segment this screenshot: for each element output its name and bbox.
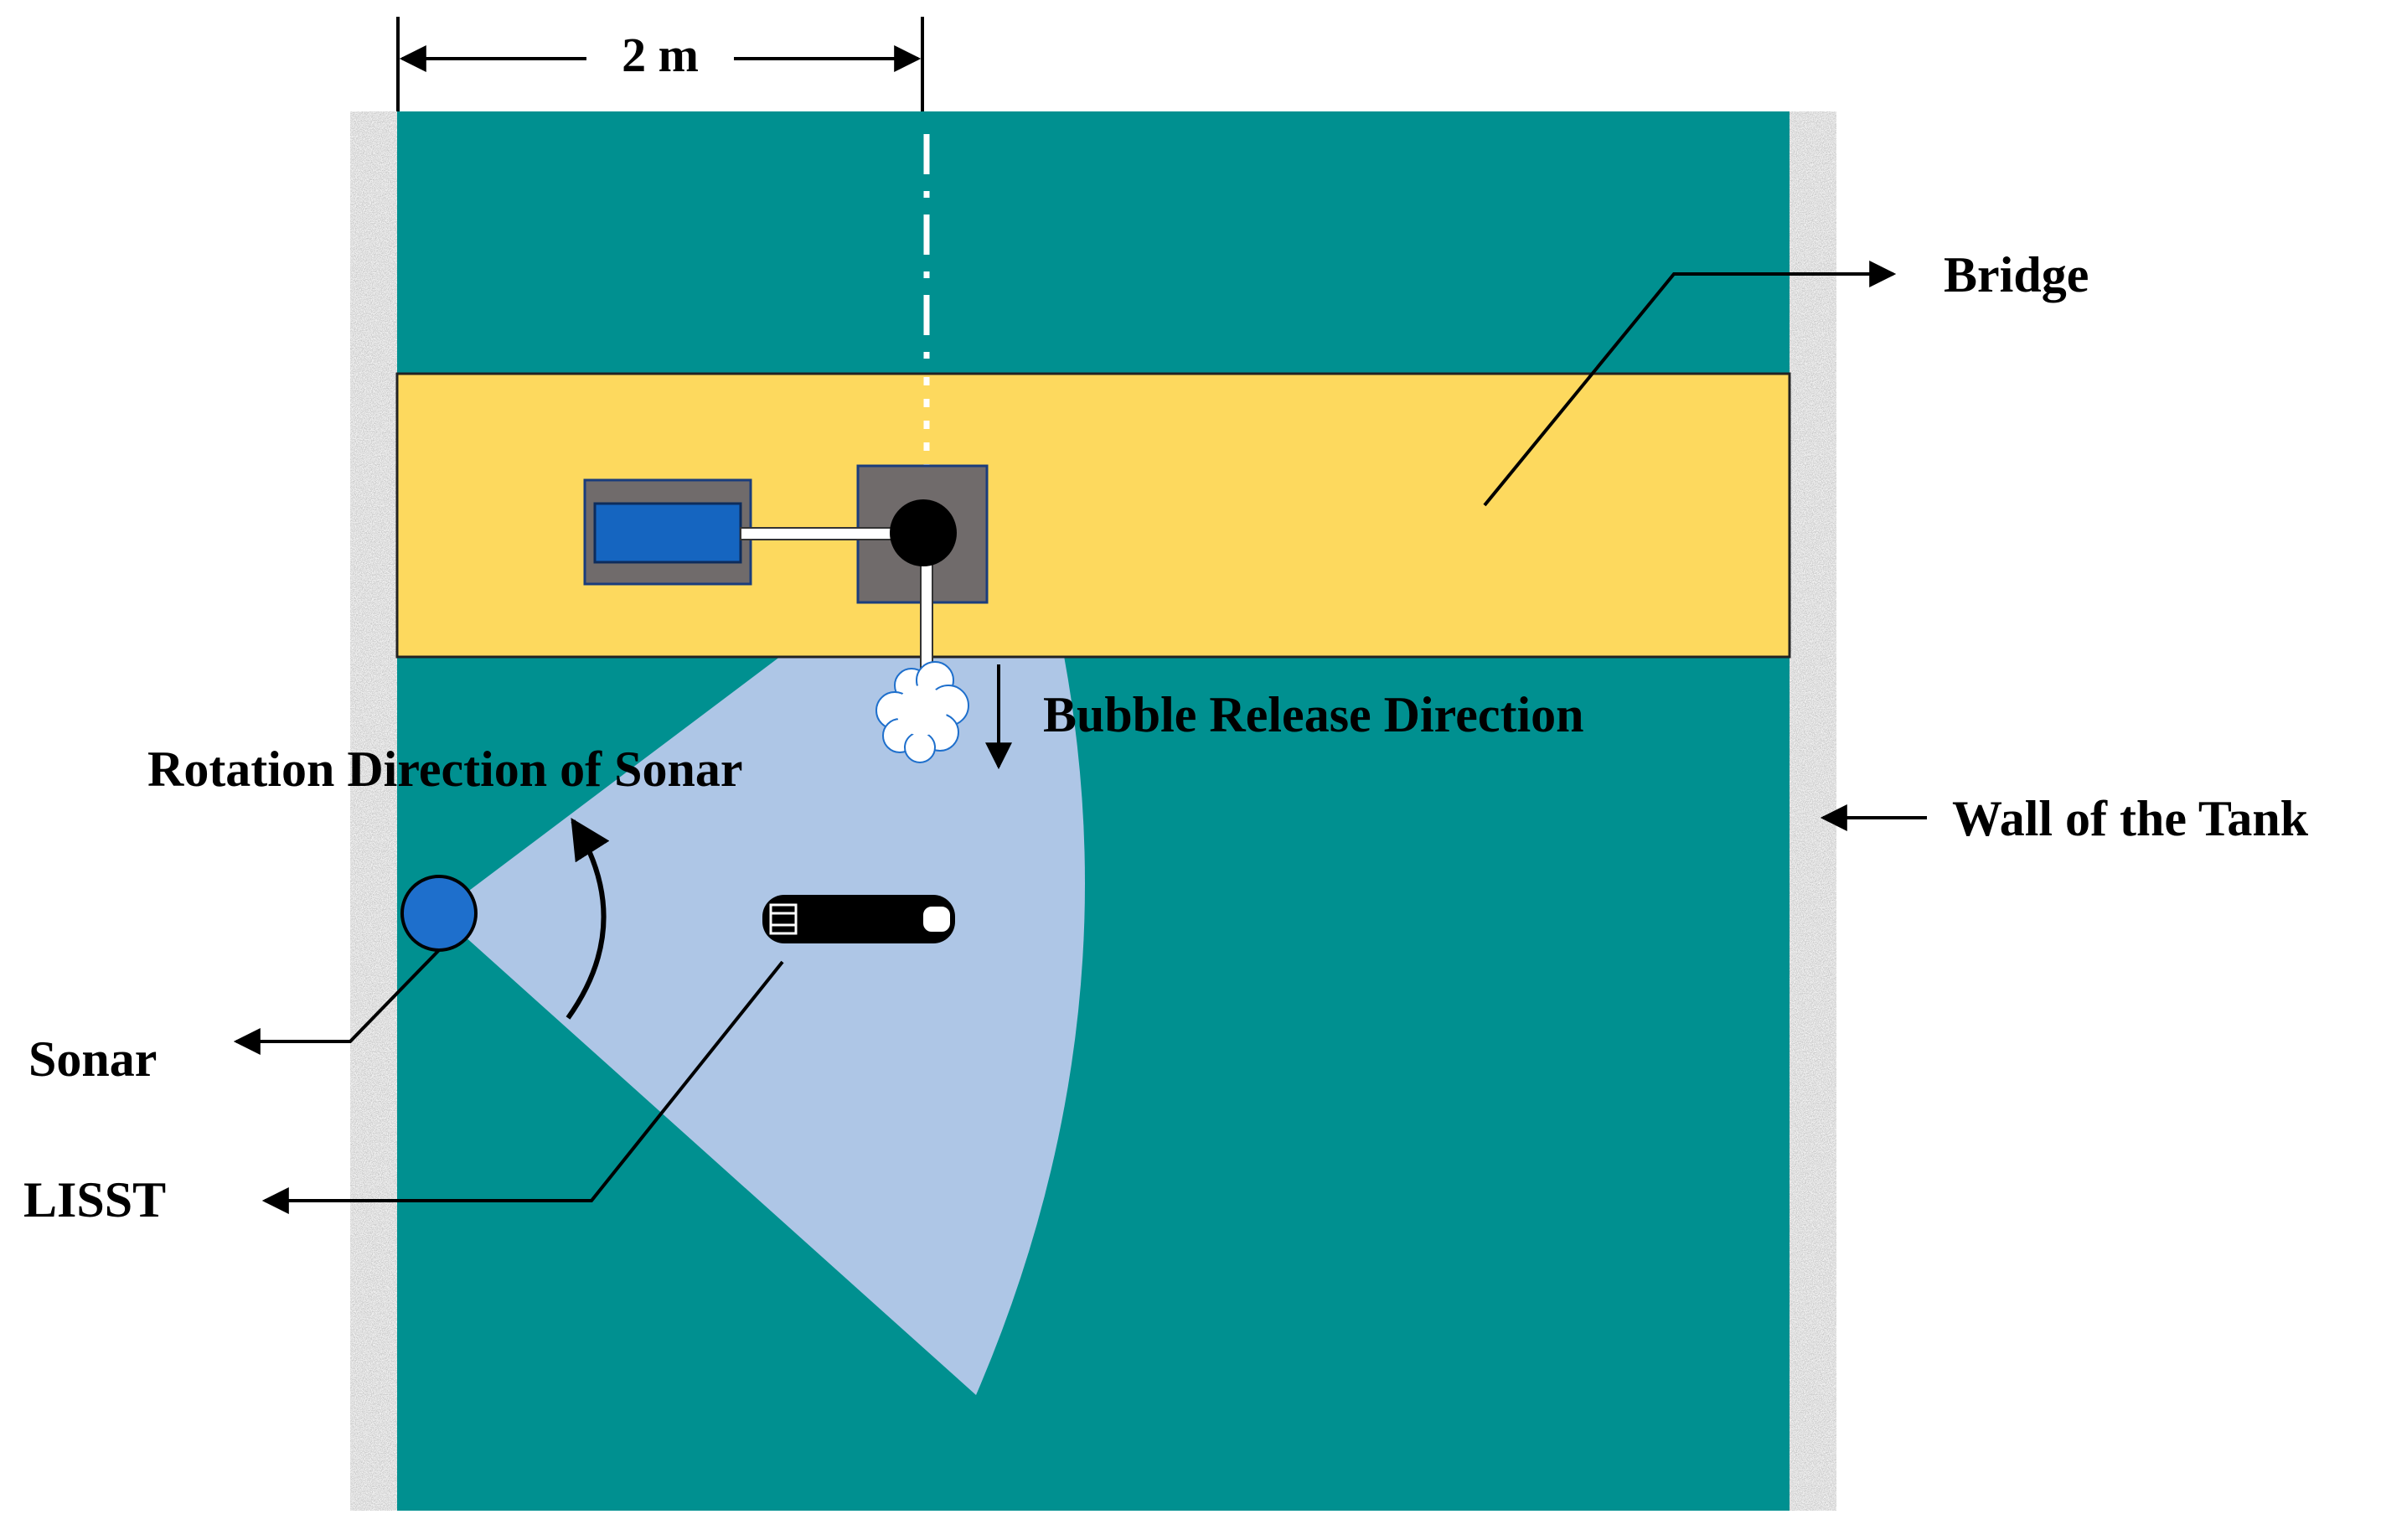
dimension-label: 2 m bbox=[622, 28, 699, 82]
sonar-device bbox=[400, 875, 478, 952]
rotation-arrow bbox=[566, 817, 610, 1020]
right-tank-wall bbox=[1788, 110, 1838, 1512]
rotation-label: Rotation Direction of Sonar bbox=[147, 742, 743, 797]
lisst-instrument bbox=[762, 895, 955, 943]
bubble-nozzle bbox=[890, 499, 957, 566]
tank-water bbox=[350, 111, 1835, 1511]
left-tank-wall bbox=[349, 110, 399, 1512]
bubble-release-label: Bubble Release Direction bbox=[1043, 687, 1584, 742]
release-tube bbox=[920, 552, 933, 671]
pump-unit bbox=[593, 502, 742, 564]
lisst-label: LISST bbox=[23, 1172, 166, 1227]
air-tube bbox=[740, 527, 892, 540]
sonar-leader bbox=[233, 948, 441, 1055]
bubble-cloud bbox=[875, 661, 969, 763]
lisst-leader bbox=[261, 960, 784, 1214]
sonar-label: Sonar bbox=[28, 1031, 157, 1087]
wall-label: Wall of the Tank bbox=[1952, 791, 2309, 846]
bridge-leader bbox=[1483, 261, 1897, 507]
bridge-label: Bridge bbox=[1944, 247, 2089, 302]
